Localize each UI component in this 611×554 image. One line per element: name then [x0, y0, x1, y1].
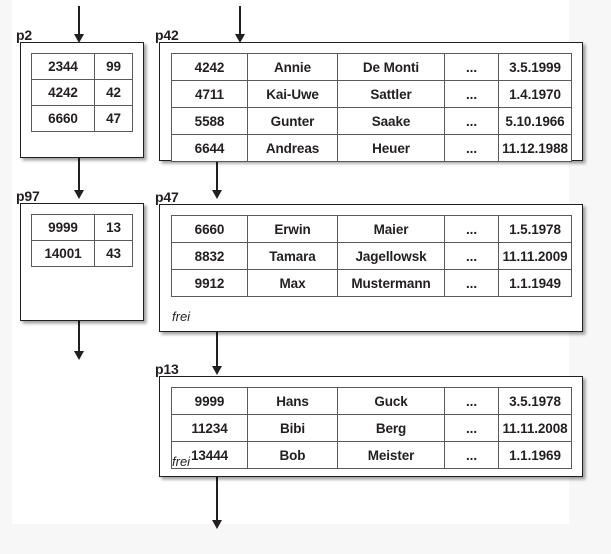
cell-id: 5588	[171, 107, 248, 135]
page-label-p2: p2	[16, 27, 32, 43]
table-row[interactable]: 4242 Annie De Monti ... 3.5.1999	[171, 53, 572, 81]
cell-date: 1.1.1949	[498, 269, 572, 297]
cell-date: 11.11.2009	[498, 242, 572, 270]
cell-ellipsis: ...	[444, 107, 499, 135]
cell-lastname: Maier	[337, 215, 445, 243]
cell-firstname: Erwin	[247, 215, 338, 243]
cell-date: 5.10.1966	[498, 107, 572, 135]
page-table-p42: 4242 Annie De Monti ... 3.5.1999 4711 Ka…	[171, 53, 572, 162]
page-label-p97: p97	[16, 188, 40, 204]
cell-id: 8832	[171, 242, 248, 270]
cell-firstname: Annie	[247, 53, 338, 81]
cell-id: 6644	[171, 134, 248, 162]
cell-id: 4242	[171, 53, 248, 81]
page-label-p13: p13	[155, 361, 179, 377]
cell-lastname: Meister	[337, 441, 445, 469]
cell-firstname: Tamara	[247, 242, 338, 270]
cell-ellipsis: ...	[444, 414, 499, 442]
cell-date: 11.11.2008	[498, 414, 572, 442]
cell-value: 99	[94, 53, 133, 80]
cell-date: 1.5.1978	[498, 215, 572, 243]
table-row[interactable]: 13444 Bob Meister ... 1.1.1969	[171, 441, 572, 469]
table-row[interactable]: 2344 99	[31, 53, 133, 80]
cell-firstname: Andreas	[247, 134, 338, 162]
page-table-p47: 6660 Erwin Maier ... 1.5.1978 8832 Tamar…	[171, 215, 572, 297]
table-row[interactable]: 4711 Kai-Uwe Sattler ... 1.4.1970	[171, 80, 572, 108]
cell-lastname: Jagellowsk	[337, 242, 445, 270]
cell-ellipsis: ...	[444, 441, 499, 469]
cell-firstname: Gunter	[247, 107, 338, 135]
table-row[interactable]: 9999 Hans Guck ... 3.5.1978	[171, 387, 572, 415]
cell-key: 2344	[31, 53, 95, 80]
cell-key: 6660	[31, 105, 95, 132]
cell-ellipsis: ...	[444, 80, 499, 108]
cell-ellipsis: ...	[444, 269, 499, 297]
cell-id: 9999	[171, 387, 248, 415]
free-space-label-p47: frei	[172, 309, 191, 324]
cell-ellipsis: ...	[444, 242, 499, 270]
cell-value: 13	[94, 214, 133, 241]
table-row[interactable]: 9999 13	[31, 214, 133, 241]
free-space-label-p13: frei	[172, 454, 191, 469]
cell-ellipsis: ...	[444, 53, 499, 81]
cell-lastname: Berg	[337, 414, 445, 442]
cell-date: 11.12.1988	[498, 134, 572, 162]
cell-value: 47	[94, 105, 133, 132]
cell-firstname: Kai-Uwe	[247, 80, 338, 108]
cell-date: 1.4.1970	[498, 80, 572, 108]
table-row[interactable]: 8832 Tamara Jagellowsk ... 11.11.2009	[171, 242, 572, 270]
table-row[interactable]: 5588 Gunter Saake ... 5.10.1966	[171, 107, 572, 135]
cell-date: 3.5.1999	[498, 53, 572, 81]
cell-ellipsis: ...	[444, 215, 499, 243]
table-row[interactable]: 6660 47	[31, 105, 133, 132]
cell-id: 13444	[171, 441, 248, 469]
cell-key: 14001	[31, 240, 95, 267]
cell-lastname: Sattler	[337, 80, 445, 108]
table-row[interactable]: 6644 Andreas Heuer ... 11.12.1988	[171, 134, 572, 162]
cell-value: 42	[94, 79, 133, 106]
cell-id: 4711	[171, 80, 248, 108]
cell-lastname: De Monti	[337, 53, 445, 81]
cell-ellipsis: ...	[444, 387, 499, 415]
cell-firstname: Hans	[247, 387, 338, 415]
table-row[interactable]: 4242 42	[31, 79, 133, 106]
cell-ellipsis: ...	[444, 134, 499, 162]
cell-lastname: Guck	[337, 387, 445, 415]
cell-key: 4242	[31, 79, 95, 106]
table-row[interactable]: 14001 43	[31, 240, 133, 267]
cell-value: 43	[94, 240, 133, 267]
cell-id: 9912	[171, 269, 248, 297]
cell-key: 9999	[31, 214, 95, 241]
page-table-p2: 2344 99 4242 42 6660 47	[31, 53, 133, 132]
cell-firstname: Bob	[247, 441, 338, 469]
cell-lastname: Mustermann	[337, 269, 445, 297]
cell-firstname: Bibi	[247, 414, 338, 442]
page-label-p47: p47	[155, 189, 179, 205]
cell-id: 6660	[171, 215, 248, 243]
page-table-p13: 9999 Hans Guck ... 3.5.1978 11234 Bibi B…	[171, 387, 572, 469]
cell-id: 11234	[171, 414, 248, 442]
cell-date: 1.1.1969	[498, 441, 572, 469]
page-label-p42: p42	[155, 27, 179, 43]
table-row[interactable]: 6660 Erwin Maier ... 1.5.1978	[171, 215, 572, 243]
page-table-p97: 9999 13 14001 43	[31, 214, 133, 267]
cell-date: 3.5.1978	[498, 387, 572, 415]
cell-lastname: Saake	[337, 107, 445, 135]
cell-lastname: Heuer	[337, 134, 445, 162]
table-row[interactable]: 9912 Max Mustermann ... 1.1.1949	[171, 269, 572, 297]
cell-firstname: Max	[247, 269, 338, 297]
table-row[interactable]: 11234 Bibi Berg ... 11.11.2008	[171, 414, 572, 442]
